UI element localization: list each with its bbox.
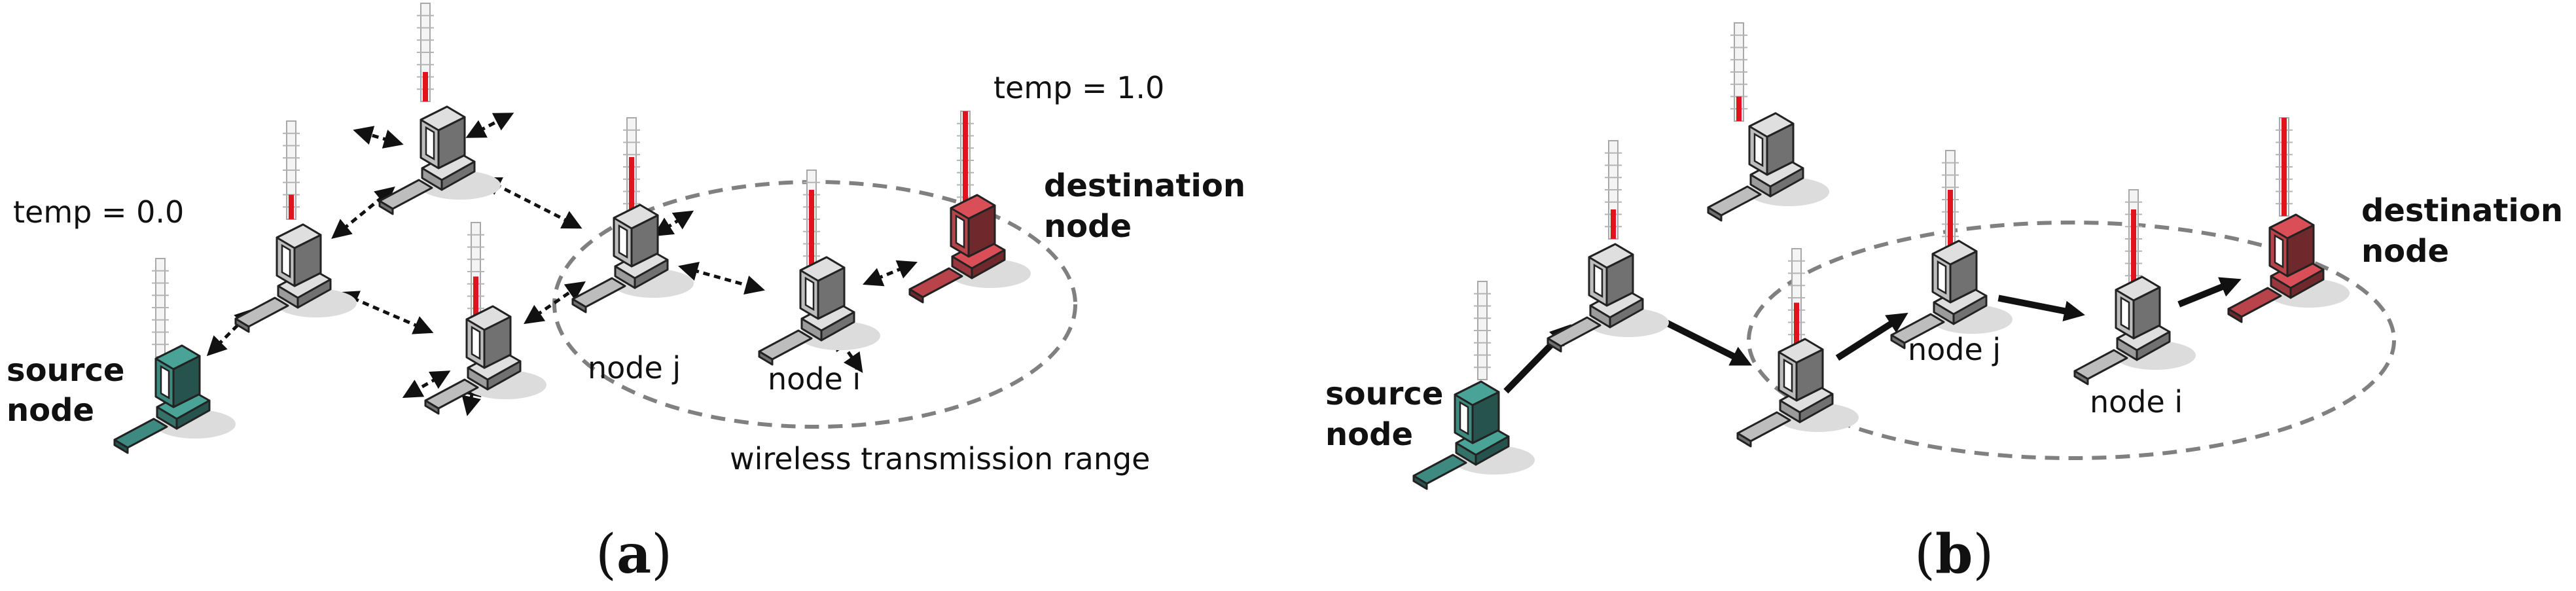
link-node_i-destination [863,260,918,287]
label-node-j-a: node j [588,350,681,385]
wireless-range-ellipse-b [1747,221,2396,460]
computer-icon-b-source [1412,380,1535,490]
thermometer-b-destination [2276,117,2293,217]
computer-icon-a-n2 [378,105,501,215]
link-stray-0 [353,126,404,149]
label-wireless-range: wireless transmission range [730,441,1150,476]
path-arrow-node_i-destination [2177,277,2242,308]
computer-icon-a-n3 [424,305,546,415]
caption-a: (a) [596,523,672,586]
link-node_j-node_i [678,262,765,295]
label-temp-high: temp = 1.0 [993,70,1164,105]
computer-icon-b-node_i [2073,276,2196,385]
label-source-b-line2: node [1325,416,1413,453]
thermometer-a-n1 [283,120,300,220]
path-arrow-node_j-node_i [1997,295,2085,321]
thermometer-b-node_i [2125,189,2142,289]
label-destination-a-line2: node [1044,208,1132,245]
caption-b: (b) [1914,523,1994,586]
computer-icon-b-node_j [1890,240,2012,349]
label-destination-a-line1: destination [1044,168,1245,204]
panel-b: source node destination node node j node… [1325,22,2563,586]
thermometer-b-n2 [1730,22,1747,122]
link-n2-node_j [481,177,582,229]
computer-icon-a-n1 [234,223,357,333]
thermometer-a-destination [957,111,974,210]
thermometer-a-node_j [623,117,640,217]
thermometer-a-n3 [467,222,484,321]
link-n3-node_j [524,281,586,325]
computer-icon-b-n3 [1736,338,1859,448]
link-n1-n3 [338,291,434,334]
label-node-j-b: node j [1908,332,2001,367]
links-a [206,113,918,416]
label-source-a-line2: node [7,392,94,429]
thermometer-b-node_j [1942,150,1959,249]
link-stray-1 [465,113,514,138]
thermometer-a-n2 [417,3,434,102]
computer-icon-a-node_j [571,204,694,313]
label-temp-low: temp = 0.0 [13,194,184,230]
computer-icon-a-node_i [758,256,880,366]
link-stray-2 [402,370,451,398]
panel-a: temp = 0.0 temp = 1.0 source node destin… [7,3,1245,586]
label-node-i-b: node i [2090,384,2183,420]
label-node-i-a: node i [768,361,861,397]
computer-icon-b-n1 [1547,243,1669,353]
thermometer-b-source [1474,281,1491,380]
computer-icon-b-destination [2227,213,2350,323]
link-stray-5 [833,331,863,373]
link-stray-4 [653,210,694,237]
thermometer-b-n1 [1605,140,1622,240]
label-source-b-line1: source [1325,376,1443,412]
link-n1-n2 [331,187,395,239]
thermometer-b-n3 [1788,248,1805,348]
thermometer-a-source [152,258,169,357]
label-destination-b-line2: node [2361,233,2449,270]
path-arrow-n3-node_j [1835,312,1908,361]
nodes-b [1412,22,2350,490]
computer-icon-a-source [113,344,236,454]
nodes-a [113,3,1031,454]
computer-icon-a-destination [908,194,1031,304]
label-destination-b-line1: destination [2361,192,2563,229]
computer-icon-b-n2 [1707,112,1829,222]
thermometer-a-node_i [803,170,820,269]
label-source-a-line1: source [7,352,124,389]
